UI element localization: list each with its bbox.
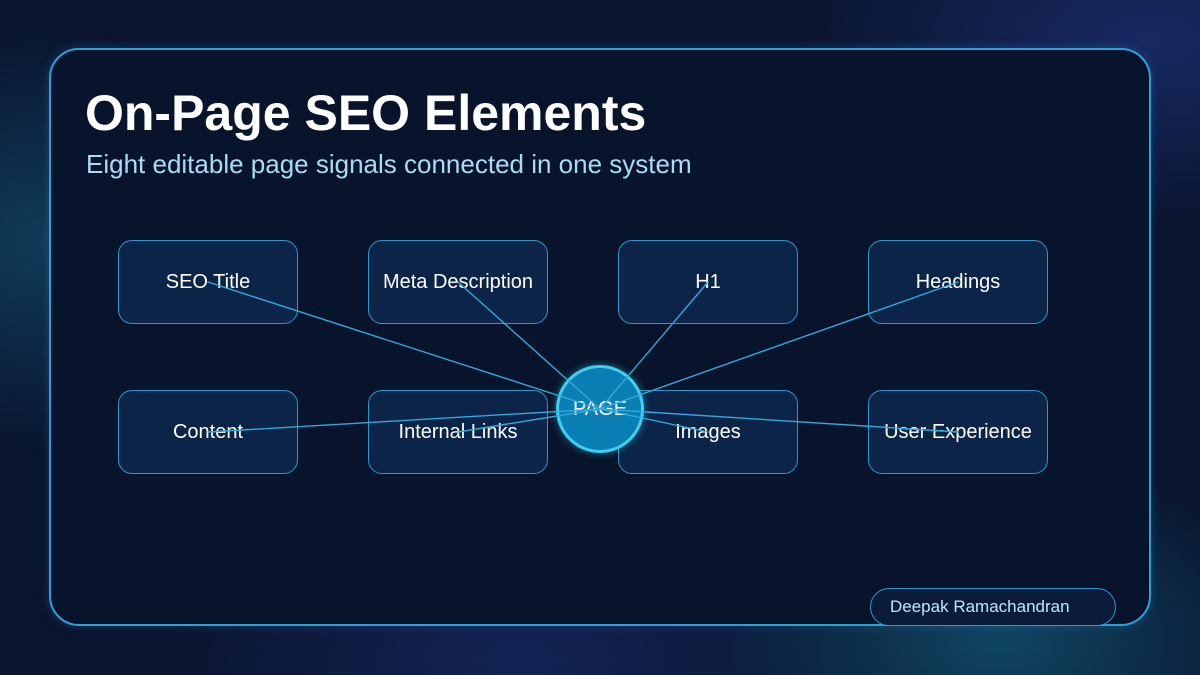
node-meta-description: Meta Description <box>368 240 548 324</box>
node-label: SEO Title <box>165 270 251 293</box>
node-user-experience: User Experience <box>868 390 1048 474</box>
node-label: Headings <box>915 270 1001 293</box>
author-name: Deepak Ramachandran <box>890 597 1070 616</box>
node-label: Content <box>172 420 244 443</box>
node-h1: H1 <box>618 240 798 324</box>
page-hub: PAGE <box>556 365 644 453</box>
page-title: On-Page SEO Elements <box>85 85 647 141</box>
node-content: Content <box>118 390 298 474</box>
page-subtitle: Eight editable page signals connected in… <box>86 149 692 179</box>
node-internal-links: Internal Links <box>368 390 548 474</box>
node-images: Images <box>618 390 798 474</box>
node-label: H1 <box>695 270 721 293</box>
node-label: User Experience <box>884 420 1032 443</box>
node-label: Internal Links <box>398 420 518 443</box>
node-label: Meta Description <box>382 270 534 293</box>
node-seo-title: SEO Title <box>118 240 298 324</box>
hub-label: PAGE <box>572 397 628 420</box>
node-label: Images <box>675 420 741 443</box>
author-badge: Deepak Ramachandran <box>870 588 1116 626</box>
node-headings: Headings <box>868 240 1048 324</box>
